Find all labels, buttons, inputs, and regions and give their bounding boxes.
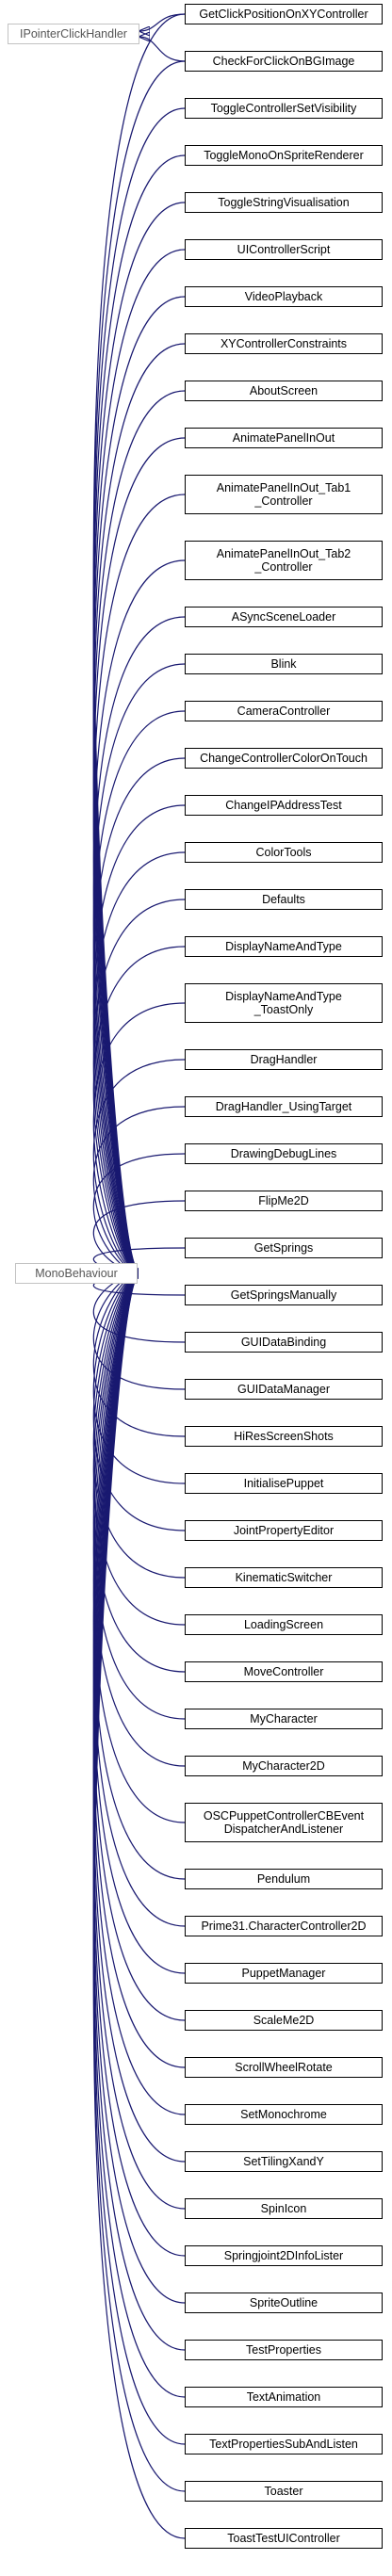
class-setmonochrome[interactable]: SetMonochrome [185,2104,383,2125]
class-flipme2d[interactable]: FlipMe2D [185,1191,383,1211]
class-asyncsceneloader[interactable]: ASyncSceneLoader [185,607,383,627]
class-textpropertiessubandlisten[interactable]: TextPropertiesSubAndListen [185,2434,383,2454]
edge-movecontroller-to-monobehaviour [92,1275,186,1673]
edge-toasttestuicontroller-to-monobehaviour [92,1278,186,2539]
class-togglemonoonspriterenderer[interactable]: ToggleMonoOnSpriteRenderer [185,145,383,166]
class-animatepanelinout-tab1-controller[interactable]: AnimatePanelInOut_Tab1 _Controller [185,475,383,514]
class-springjoint2dinfolister[interactable]: Springjoint2DInfoLister [185,2245,383,2266]
edge-oscpuppetcontrollercbeventdispatcherandlistener-to-monobehaviour [92,1275,186,1823]
edge-spinicon-to-monobehaviour [92,1277,186,2210]
edge-loadingscreen-to-monobehaviour [92,1274,186,1626]
class-uicontrollerscript[interactable]: UIControllerScript [185,239,383,260]
class-checkforclickonbgimage[interactable]: CheckForClickOnBGImage [185,51,383,72]
class-colortools[interactable]: ColorTools [185,842,383,863]
class-drawingdebuglines[interactable]: DrawingDebugLines [185,1143,383,1164]
class-togglestringvisualisation[interactable]: ToggleStringVisualisation [185,192,383,213]
class-guidatamanager[interactable]: GUIDataManager [185,1379,383,1400]
edge-checkforclickonbgimage-to-ipointerclickhandler [139,37,186,62]
class-hiresscreenshots[interactable]: HiResScreenShots [185,1426,383,1447]
edge-cameracontroller-to-monobehaviour [92,710,186,1272]
class-toaster[interactable]: Toaster [185,2481,383,2502]
class-aboutscreen[interactable]: AboutScreen [185,381,383,401]
edge-blink-to-monobehaviour [92,663,186,1272]
class-mycharacter[interactable]: MyCharacter [185,1709,383,1729]
class-loadingscreen[interactable]: LoadingScreen [185,1614,383,1635]
class-scaleme2d[interactable]: ScaleMe2D [185,2010,383,2031]
class-spinicon[interactable]: SpinIcon [185,2198,383,2219]
class-blink[interactable]: Blink [185,654,383,674]
class-initialisepuppet[interactable]: InitialisePuppet [185,1473,383,1494]
edge-mycharacter2d-to-monobehaviour [92,1275,186,1767]
class-spriteoutline[interactable]: SpriteOutline [185,2292,383,2313]
base-class-monobehaviour: MonoBehaviour [15,1263,138,1284]
edge-kinematicswitcher-to-monobehaviour [92,1274,186,1579]
class-draghandler-usingtarget[interactable]: DragHandler_UsingTarget [185,1096,383,1117]
class-animatepanelinout[interactable]: AnimatePanelInOut [185,428,383,448]
edge-jointpropertyeditor-to-monobehaviour [92,1274,186,1531]
class-mycharacter2d[interactable]: MyCharacter2D [185,1756,383,1776]
edge-getclickpositiononxycontroller-to-ipointerclickhandler [139,13,186,31]
class-displaynameandtype-toastonly[interactable]: DisplayNameAndType _ToastOnly [185,983,383,1023]
class-jointpropertyeditor[interactable]: JointPropertyEditor [185,1520,383,1541]
edge-pendulum-to-monobehaviour [92,1275,186,1880]
class-testproperties[interactable]: TestProperties [185,2340,383,2360]
class-draghandler[interactable]: DragHandler [185,1049,383,1070]
class-changeipaddresstest[interactable]: ChangeIPAddressTest [185,795,383,816]
class-textanimation[interactable]: TextAnimation [185,2387,383,2407]
edge-mycharacter-to-monobehaviour [92,1275,186,1720]
class-getsprings[interactable]: GetSprings [185,1238,383,1258]
class-displaynameandtype[interactable]: DisplayNameAndType [185,936,383,957]
class-movecontroller[interactable]: MoveController [185,1661,383,1682]
class-animatepanelinout-tab2-controller[interactable]: AnimatePanelInOut_Tab2 _Controller [185,541,383,580]
class-changecontrollercolorontouch[interactable]: ChangeControllerColorOnTouch [185,748,383,769]
class-toasttestuicontroller[interactable]: ToastTestUIController [185,2528,383,2549]
class-xycontrollerconstraints[interactable]: XYControllerConstraints [185,333,383,354]
class-getspringsmanually[interactable]: GetSpringsManually [185,1285,383,1305]
class-oscpuppetcontrollercbeventdispatcherandlistener[interactable]: OSCPuppetControllerCBEvent DispatcherAnd… [185,1803,383,1842]
class-getclickpositiononxycontroller[interactable]: GetClickPositionOnXYController [185,4,383,24]
class-kinematicswitcher[interactable]: KinematicSwitcher [185,1567,383,1588]
class-togglecontrollersetvisibility[interactable]: ToggleControllerSetVisibility [185,98,383,119]
base-class-ipointerclickhandler: IPointerClickHandler [8,24,139,44]
class-videoplayback[interactable]: VideoPlayback [185,286,383,307]
class-guidatabinding[interactable]: GUIDataBinding [185,1332,383,1353]
class-settilingxandy[interactable]: SetTilingXandY [185,2151,383,2172]
class-puppetmanager[interactable]: PuppetManager [185,1963,383,1984]
class-scrollwheelrotate[interactable]: ScrollWheelRotate [185,2057,383,2078]
edge-initialisepuppet-to-monobehaviour [92,1274,186,1484]
class-prime31-charactercontroller2d[interactable]: Prime31.CharacterController2D [185,1916,383,1936]
edge-scrollwheelrotate-to-monobehaviour [92,1276,186,2068]
class-cameracontroller[interactable]: CameraController [185,701,383,721]
class-pendulum[interactable]: Pendulum [185,1869,383,1889]
class-defaults[interactable]: Defaults [185,889,383,910]
